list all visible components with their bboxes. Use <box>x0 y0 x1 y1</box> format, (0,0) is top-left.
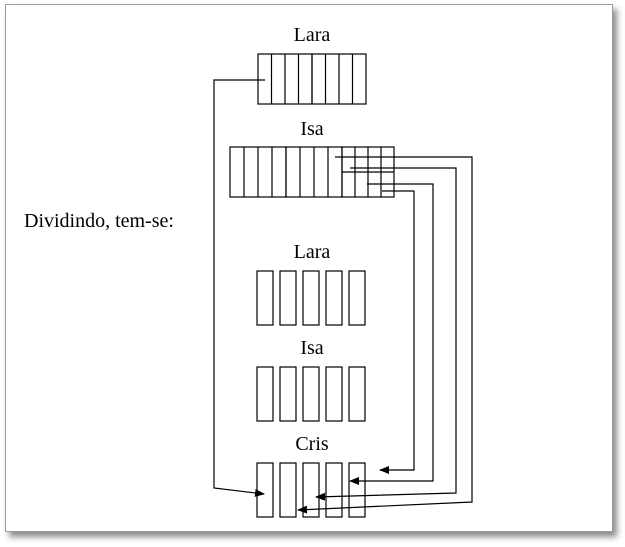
label-dividing: Dividindo, tem-se: <box>24 210 174 232</box>
arrow-isa-3 <box>349 183 434 485</box>
label-lara-top: Lara <box>294 24 331 46</box>
connector-arrows <box>213 79 473 514</box>
isa-bottom-bars <box>256 366 366 422</box>
label-isa-bottom: Isa <box>300 337 323 359</box>
arrow-lara-to-cris <box>213 79 265 497</box>
label-isa-top: Isa <box>300 118 323 140</box>
arrow-isa-1 <box>297 156 473 514</box>
label-lara-bottom: Lara <box>294 241 331 263</box>
diagram-frame <box>5 4 613 532</box>
isa-top-bar <box>229 146 395 198</box>
lara-top-bar <box>257 53 367 105</box>
label-cris: Cris <box>295 433 329 455</box>
arrow-isa-2 <box>315 167 457 501</box>
arrow-isa-4 <box>379 190 415 474</box>
lara-bottom-bars <box>256 270 366 326</box>
